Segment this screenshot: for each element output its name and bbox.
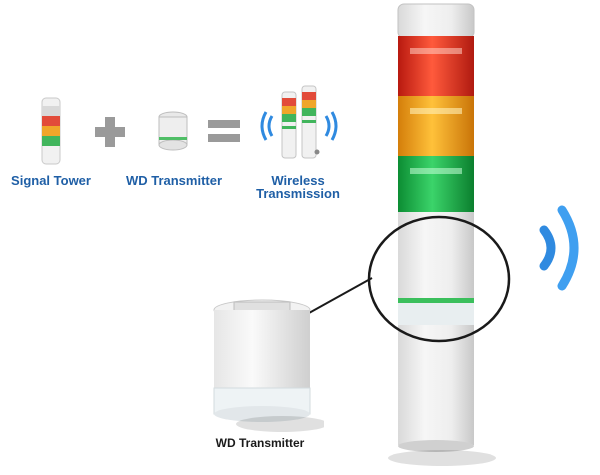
signal-tower-icon [38,96,64,168]
wireless-signal-icon [534,200,600,296]
wd-transmitter-photo-caption: WD Transmitter [215,436,305,450]
wd-transmitter-photo [200,296,324,436]
wd-transmitter-caption: WD Transmitter [125,173,223,188]
signal-tower-caption: Signal Tower [11,173,91,188]
plus-icon [92,114,128,150]
wireless-caption-line2: Transmission [256,186,340,201]
wireless-caption-line1: Wireless [271,173,325,188]
connector-line [300,272,380,322]
signal-tower-photo [380,0,500,475]
wireless-towers-icon [258,82,342,166]
equals-icon [206,116,242,146]
wireless-transmission-caption: Wireless Transmission [240,174,356,200]
wd-transmitter-icon [156,110,190,152]
magnifier-circle [366,214,512,344]
